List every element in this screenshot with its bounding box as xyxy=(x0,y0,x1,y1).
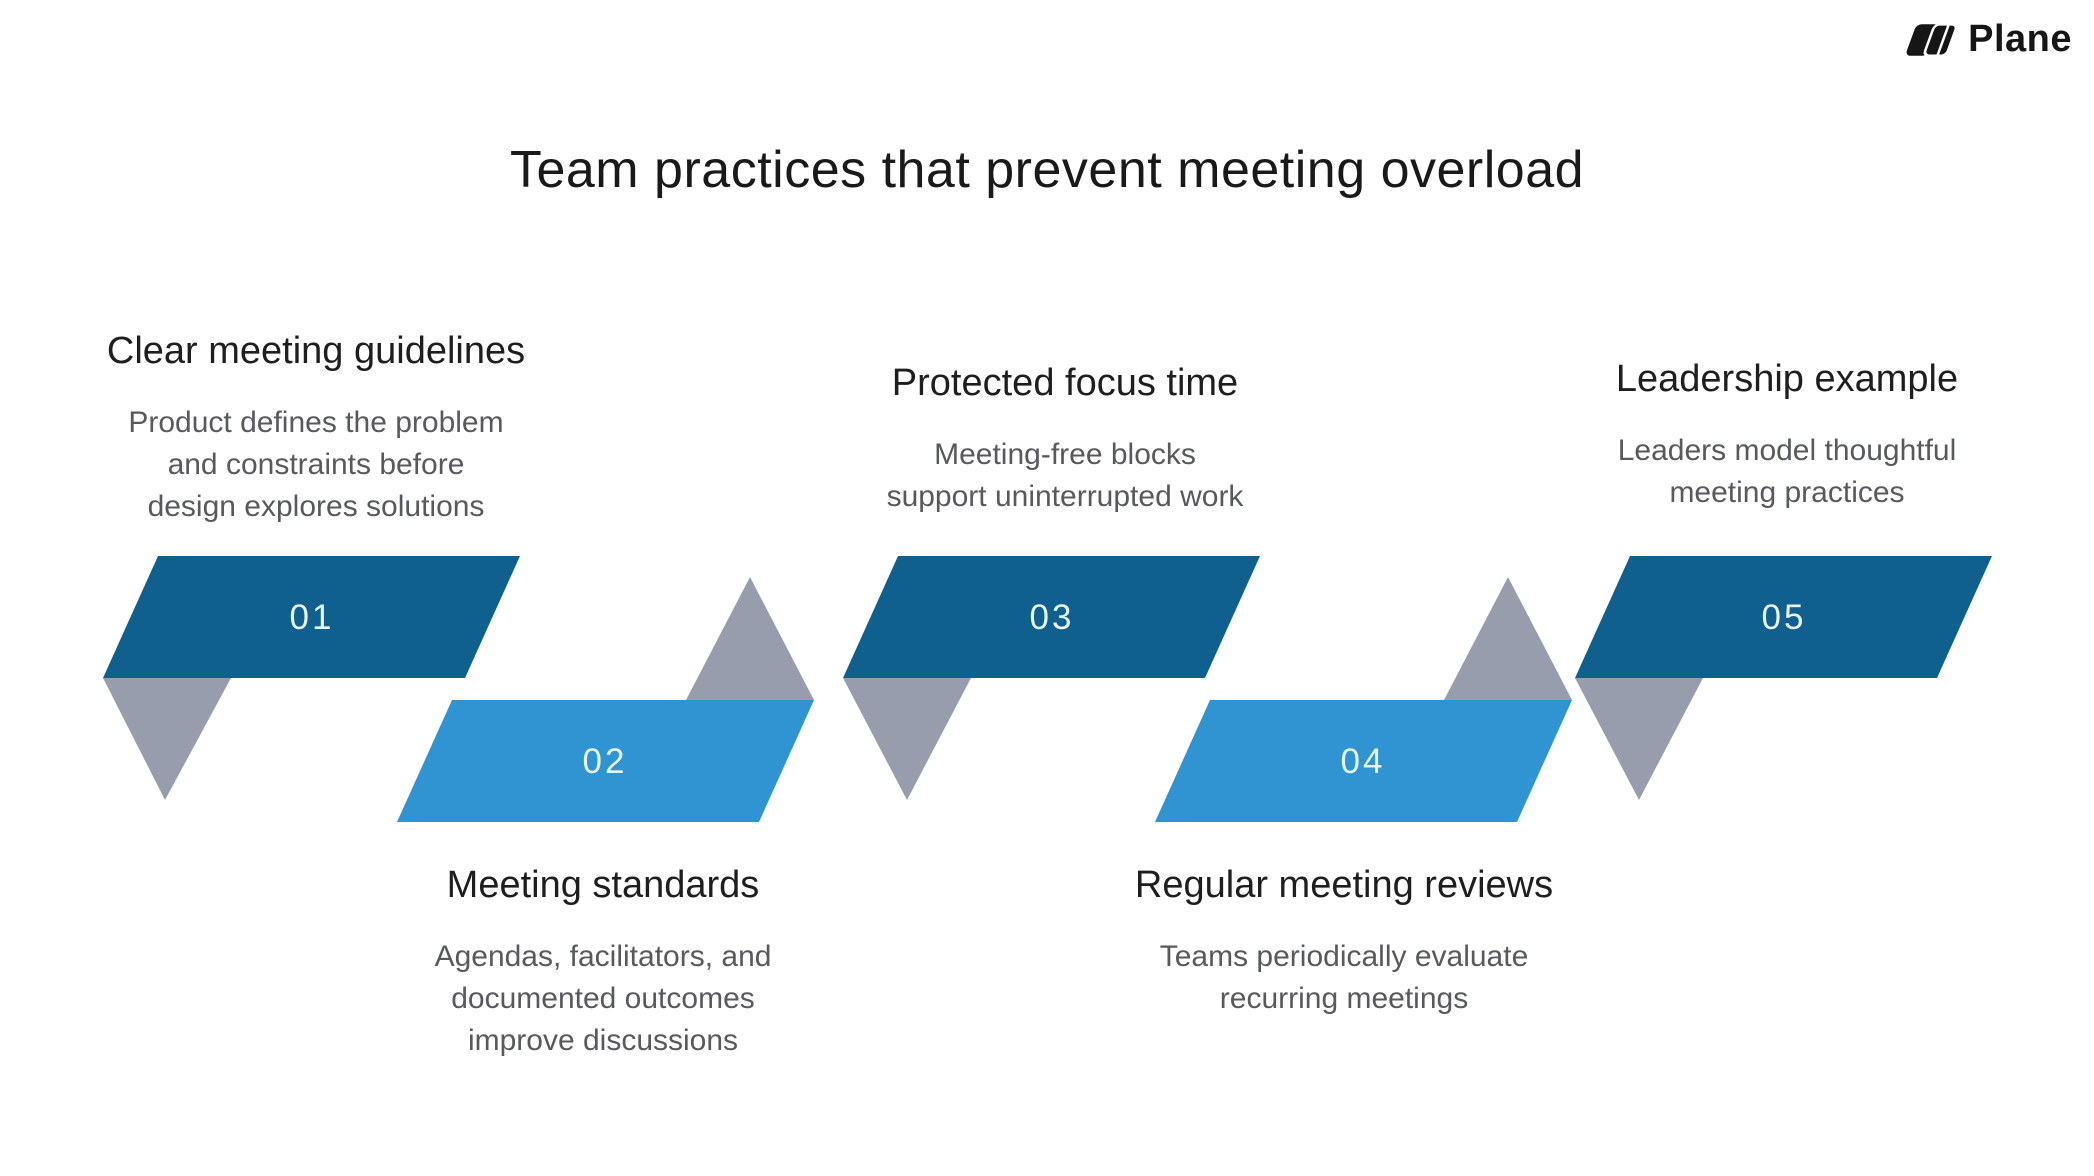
step-04-description: Teams periodically evaluate recurring me… xyxy=(1159,940,1529,1015)
step-01-number: 01 xyxy=(289,598,335,637)
step-05-number: 05 xyxy=(1761,598,1807,637)
step-04-shape xyxy=(1155,700,1572,822)
logo-card-right xyxy=(1923,22,1958,57)
plane-logo-text: Plane xyxy=(1968,18,2072,60)
connector-up-triangle-2 xyxy=(686,577,814,700)
step-01-shape xyxy=(103,556,520,678)
logo-card-slit xyxy=(1936,23,1951,56)
connector-down-triangle-3 xyxy=(843,678,971,800)
step-02-description: Agendas, facilitators, and documented ou… xyxy=(434,940,772,1057)
step-03-number: 03 xyxy=(1029,598,1075,637)
connector-down-triangle-5 xyxy=(1575,678,1703,800)
step-02-heading: Meeting standards xyxy=(446,864,760,906)
step-04-number: 04 xyxy=(1340,742,1386,781)
plane-logo-icon xyxy=(1906,22,1958,57)
step-05-shape xyxy=(1575,556,1992,678)
step-05-description: Leaders model thoughtful meeting practic… xyxy=(1617,434,1957,509)
step-04-text: Regular meeting reviews Teams periodical… xyxy=(1034,862,1654,1020)
step-01-description: Product defines the problem and constrai… xyxy=(128,406,504,523)
connector-down-triangle-1 xyxy=(103,678,231,800)
step-03-text: Protected focus time Meeting-free blocks… xyxy=(755,360,1375,518)
connector-up-triangle-4 xyxy=(1444,577,1572,700)
step-02-text: Meeting standards Agendas, facilitators,… xyxy=(293,862,913,1062)
step-05-heading: Leadership example xyxy=(1615,358,1959,400)
step-04-heading: Regular meeting reviews xyxy=(1134,864,1554,906)
step-03-shape xyxy=(843,556,1260,678)
step-03-heading: Protected focus time xyxy=(891,362,1239,404)
step-05-text: Leadership example Leaders model thought… xyxy=(1477,356,2094,514)
step-02-number: 02 xyxy=(582,742,628,781)
step-03-description: Meeting-free blocks support uninterrupte… xyxy=(886,438,1244,513)
step-01-heading: Clear meeting guidelines xyxy=(106,330,526,372)
page-title: Team practices that prevent meeting over… xyxy=(509,141,1585,199)
plane-logo: Plane xyxy=(1902,18,2072,61)
step-02-shape xyxy=(397,700,814,822)
step-01-text: Clear meeting guidelines Product defines… xyxy=(6,328,626,528)
